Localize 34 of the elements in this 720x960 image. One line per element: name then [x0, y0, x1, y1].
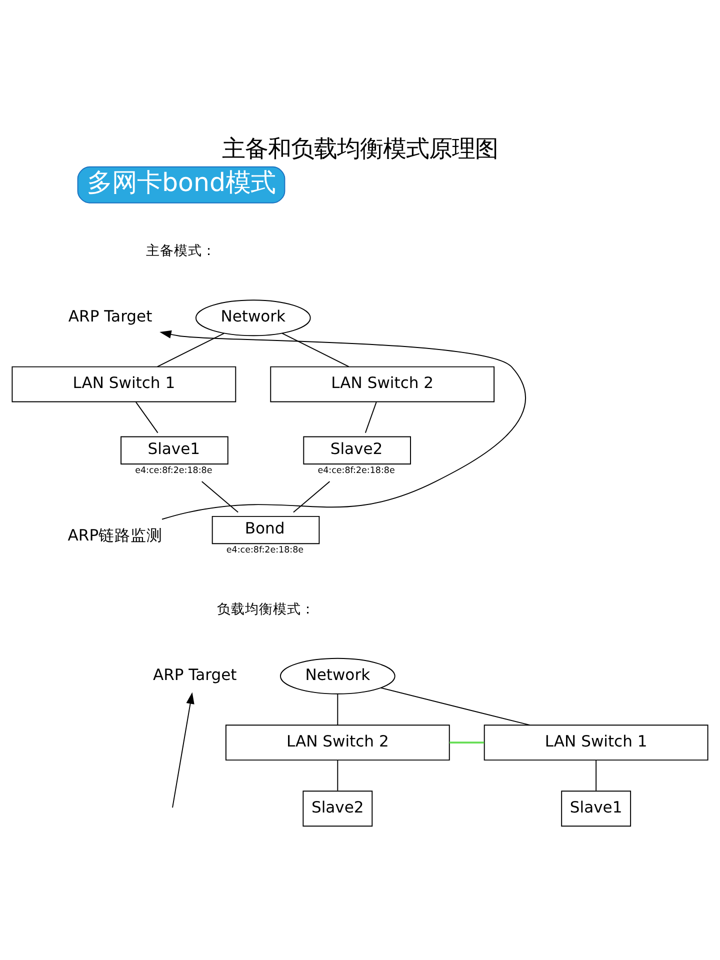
node-box: Slave2	[303, 436, 411, 464]
node-label: e4:ce:8f:2e:18:8e	[318, 466, 395, 476]
connector	[380, 687, 530, 726]
connector	[337, 694, 338, 726]
node-ellipse: Network	[195, 300, 311, 336]
diagram-title: 主备和负载均衡模式原理图	[222, 135, 498, 162]
node-label: e4:ce:8f:2e:18:8e	[226, 546, 304, 556]
connector	[596, 760, 597, 792]
connector	[449, 742, 484, 744]
arrow	[160, 330, 526, 520]
node-text: ARP链路监测	[68, 526, 163, 545]
node-box: LAN Switch 2	[270, 366, 495, 402]
node-box: Slave1	[561, 790, 632, 827]
connector	[364, 402, 377, 434]
node-text: ARP Target	[68, 308, 152, 326]
node-box: LAN Switch 2	[225, 724, 450, 761]
label: 负载均衡模式：	[216, 601, 315, 618]
label: 多网卡bond模式	[86, 168, 276, 198]
connector	[201, 480, 239, 513]
connector	[156, 332, 225, 368]
node-label: e4:ce:8f:2e:18:8e	[135, 466, 212, 476]
connector	[282, 332, 350, 368]
node-box: LAN Switch 1	[12, 366, 236, 402]
connector	[337, 760, 338, 792]
node-box: LAN Switch 1	[484, 724, 708, 761]
arrow	[172, 692, 194, 808]
label: 主备模式：	[146, 243, 216, 260]
connector	[292, 480, 330, 513]
node-box: Slave2	[302, 790, 373, 827]
connector	[135, 402, 158, 434]
node-text: ARP Target	[152, 666, 237, 684]
node-ellipse: Network	[280, 658, 396, 694]
node-box: Bond	[212, 516, 320, 544]
node-box: Slave1	[120, 436, 228, 464]
